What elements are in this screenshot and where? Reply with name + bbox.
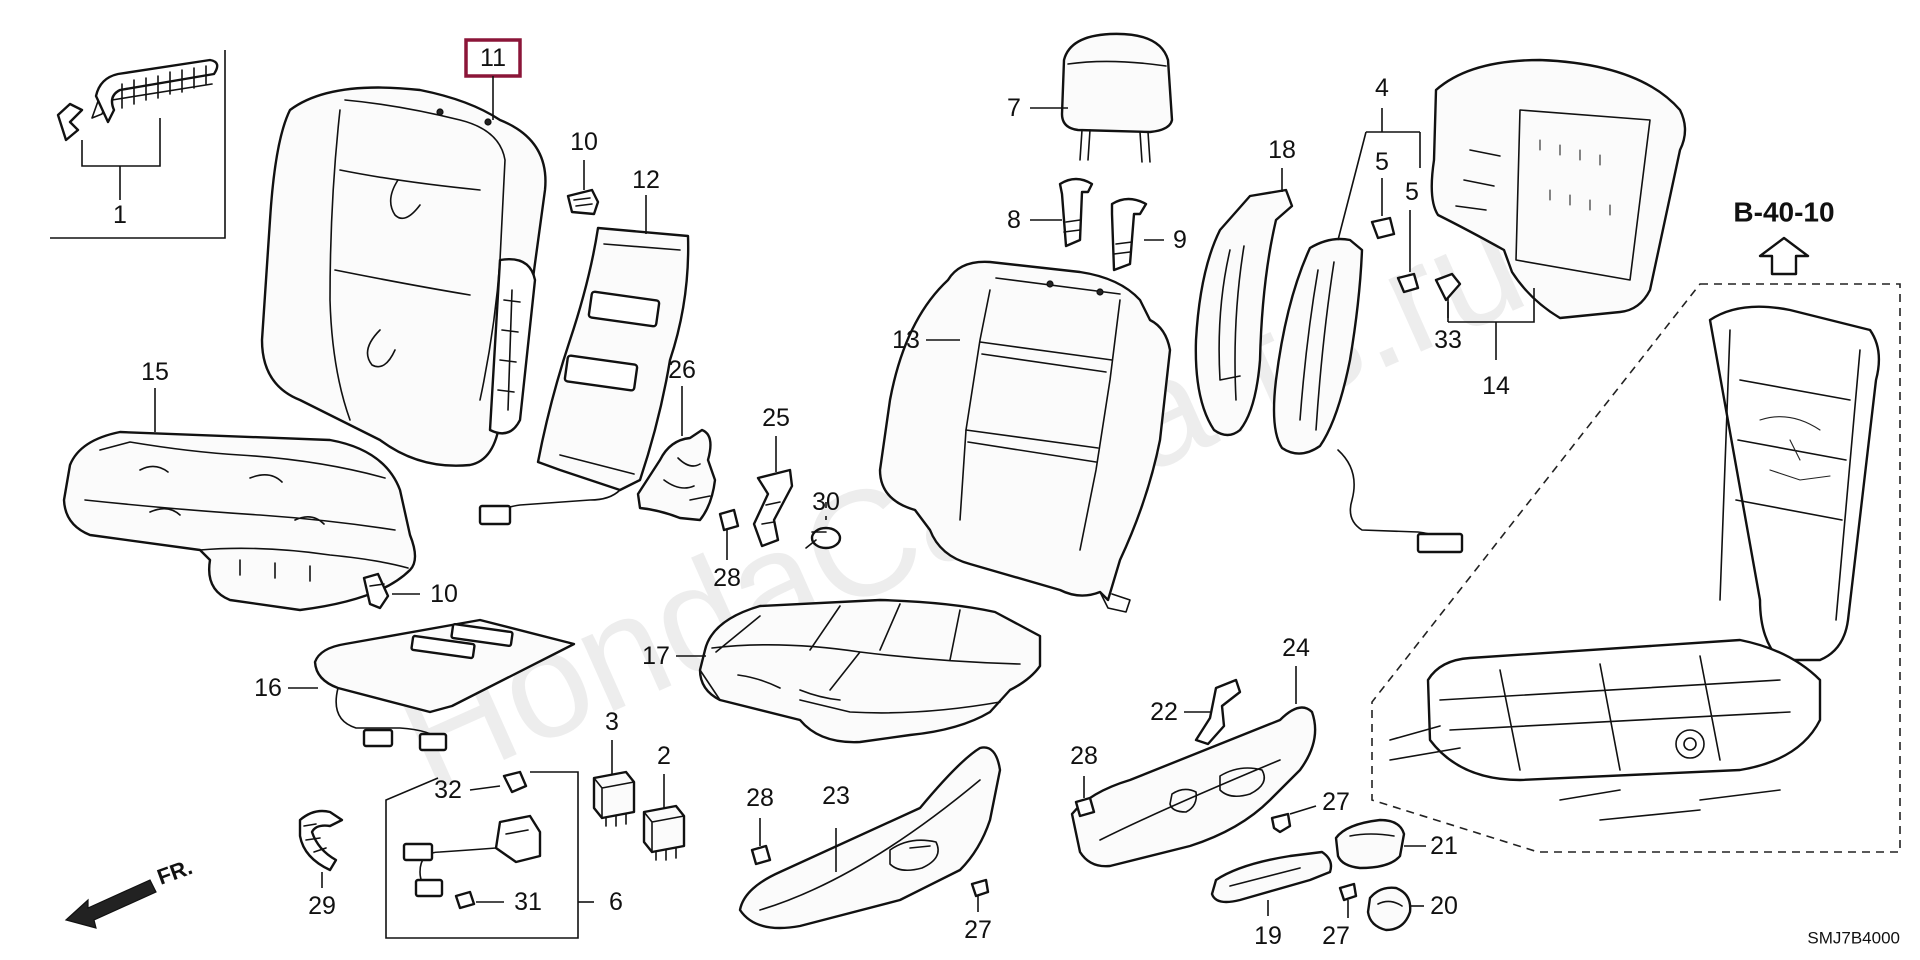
- callout-5-right: 5: [1405, 178, 1419, 206]
- part-20-cap[interactable]: [1366, 886, 1424, 932]
- callout-10-lower: 10: [430, 580, 458, 608]
- part-9-headrest-guide[interactable]: [1110, 197, 1164, 272]
- reference-label[interactable]: B-40-10: [1733, 197, 1834, 228]
- front-direction-arrow-icon: FR.: [64, 854, 196, 929]
- part-25-bracket[interactable]: [752, 436, 794, 548]
- part-21-knob[interactable]: [1334, 818, 1426, 870]
- callout-10-upper: 10: [570, 128, 598, 156]
- part-17-seat-cushion-pad[interactable]: [676, 598, 1042, 744]
- part-28-clip-right[interactable]: [1074, 776, 1096, 818]
- callout-25: 25: [762, 404, 790, 432]
- part-13-seat-back-pad[interactable]: [878, 260, 1172, 613]
- callout-27-left: 27: [964, 916, 992, 944]
- part-28-clip-upper[interactable]: [718, 508, 740, 560]
- part-7-headrest[interactable]: [1030, 32, 1174, 163]
- callout-27-lower: 27: [1322, 922, 1350, 950]
- callout-23: 23: [822, 782, 850, 810]
- part-26-cover[interactable]: [636, 386, 717, 522]
- part-10-clip-upper[interactable]: [566, 160, 600, 216]
- part-27-screw-upper[interactable]: [1270, 805, 1317, 834]
- part-27-screw-lower[interactable]: [1338, 882, 1358, 918]
- callout-11[interactable]: 11: [480, 44, 506, 72]
- callout-21: 21: [1430, 832, 1458, 860]
- callout-7: 7: [1007, 94, 1021, 122]
- part-10-clip-lower[interactable]: [362, 572, 420, 610]
- callout-29: 29: [308, 892, 336, 920]
- callout-28-upper: 28: [713, 564, 741, 592]
- part-4-side-airbag-module[interactable]: [1272, 108, 1464, 554]
- part-24-side-trim[interactable]: [1070, 666, 1317, 868]
- part-15-seat-cushion-cover[interactable]: [62, 388, 417, 612]
- callout-20: 20: [1430, 892, 1458, 920]
- front-label: FR.: [154, 854, 196, 890]
- callout-33: 33: [1434, 326, 1462, 354]
- callout-28-lower: 28: [746, 784, 774, 812]
- callout-4: 4: [1375, 74, 1389, 102]
- callout-17: 17: [642, 642, 670, 670]
- callout-18: 18: [1268, 136, 1296, 164]
- callout-19: 19: [1254, 922, 1282, 950]
- part-2-relay[interactable]: [642, 774, 686, 861]
- diagram-code: SMJ7B4000: [1807, 929, 1900, 948]
- callout-9: 9: [1173, 226, 1187, 254]
- callout-26: 26: [668, 356, 696, 384]
- part-3-relay[interactable]: [592, 740, 636, 827]
- callout-24: 24: [1282, 634, 1310, 662]
- part-18-side-cover[interactable]: [1194, 168, 1294, 437]
- part-14-seat-back-panel[interactable]: [1430, 58, 1687, 360]
- part-5-bolt-upper[interactable]: [1370, 178, 1396, 240]
- callout-27-upper: 27: [1322, 788, 1350, 816]
- part-33-clip[interactable]: [1434, 272, 1462, 318]
- part-27-screw-left[interactable]: [970, 878, 990, 912]
- part-6-wire-harness-kit[interactable]: [385, 770, 594, 939]
- callout-15: 15: [141, 358, 169, 386]
- part-5-bolt-lower[interactable]: [1396, 210, 1420, 294]
- part-28-clip-lower[interactable]: [750, 818, 772, 866]
- callout-1: 1: [113, 201, 127, 229]
- callout-3: 3: [605, 708, 619, 736]
- callout-5-left: 5: [1375, 148, 1389, 176]
- callout-22: 22: [1150, 698, 1178, 726]
- callout-2: 2: [657, 742, 671, 770]
- part-30-clip[interactable]: [805, 502, 842, 550]
- callout-32: 32: [434, 776, 462, 804]
- callout-31: 31: [514, 888, 542, 916]
- callout-16: 16: [254, 674, 282, 702]
- callout-8: 8: [1007, 206, 1021, 234]
- callout-12: 12: [632, 166, 660, 194]
- callout-13: 13: [892, 326, 920, 354]
- part-19-lever[interactable]: [1210, 850, 1333, 916]
- callout-14: 14: [1482, 372, 1510, 400]
- part-11-seat-back-cover[interactable]: [260, 86, 547, 467]
- callout-28-right: 28: [1070, 742, 1098, 770]
- part-23-side-trim[interactable]: [738, 746, 1002, 930]
- up-arrow-icon: [1758, 236, 1810, 276]
- part-12-seat-back-heater[interactable]: [478, 195, 690, 526]
- part-1-clips[interactable]: [50, 50, 226, 239]
- callout-30: 30: [812, 488, 840, 516]
- part-16-seat-heater[interactable]: [288, 618, 576, 752]
- part-29-strap[interactable]: [298, 809, 344, 888]
- part-22-bracket[interactable]: [1184, 678, 1242, 746]
- seat-frame-reference[interactable]: [1371, 283, 1901, 853]
- part-8-headrest-guide[interactable]: [1030, 177, 1094, 248]
- callout-6: 6: [609, 888, 623, 916]
